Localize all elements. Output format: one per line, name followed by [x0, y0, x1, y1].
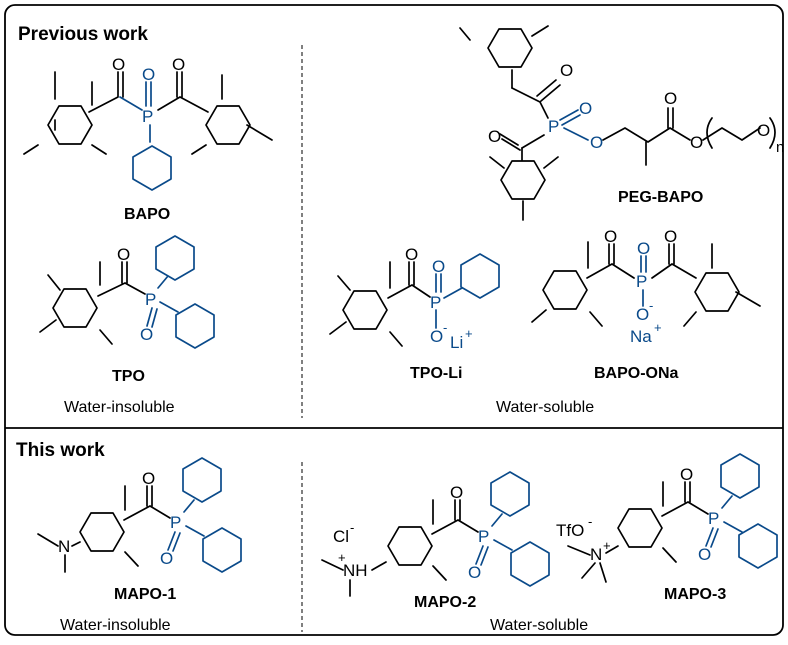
mapo1-label: MAPO-1	[114, 586, 176, 603]
bapo-label: BAPO	[124, 206, 170, 223]
atom-p: P	[430, 293, 441, 312]
atom-p: P	[145, 290, 156, 309]
atom-li: Li	[450, 333, 463, 352]
atom-p: P	[478, 527, 489, 546]
atom-o: O	[142, 65, 155, 84]
peg-bapo-label: PEG-BAPO	[618, 189, 703, 206]
atom-n: N	[590, 545, 602, 564]
atom-p: P	[170, 513, 181, 532]
atom-o: O	[112, 55, 125, 74]
atom-p: P	[636, 272, 647, 291]
prev-soluble-caption: Water-soluble	[496, 399, 594, 416]
bapo-ona-label: BAPO-ONa	[594, 365, 679, 382]
atom-tfo: TfO	[556, 521, 584, 540]
charge-plus: +	[338, 550, 346, 565]
atom-o: O	[468, 563, 481, 582]
tpo-structure: O P O	[39, 235, 215, 349]
atom-o: O	[117, 245, 130, 264]
atom-o: O	[664, 89, 677, 108]
atom-o: O	[140, 325, 153, 344]
atom-o: O	[172, 55, 185, 74]
atom-p: P	[708, 509, 719, 528]
atom-n: N	[58, 537, 70, 556]
mapo2-label: MAPO-2	[414, 594, 476, 611]
charge-plus: +	[465, 326, 473, 341]
mapo3-structure: TfO - N + O P O	[556, 453, 778, 583]
atom-o: O	[604, 227, 617, 246]
atom-o: O	[680, 465, 693, 484]
prev-insoluble-caption: Water-insoluble	[64, 399, 175, 416]
tpo-li-structure: O P O O - Li +	[329, 245, 500, 352]
bapo-structure: O P O O	[23, 55, 273, 191]
atom-o: O	[690, 133, 703, 152]
atom-o-minus: O	[636, 305, 649, 324]
mapo2-structure: Cl - + NH O P O	[321, 471, 550, 597]
atom-o: O	[450, 483, 463, 502]
atom-o: O	[160, 549, 173, 568]
charge-minus: -	[649, 298, 653, 313]
this-insoluble-caption: Water-insoluble	[60, 617, 171, 634]
tpo-li-label: TPO-Li	[410, 365, 462, 382]
atom-o: O	[560, 61, 573, 80]
this-soluble-caption: Water-soluble	[490, 617, 588, 634]
atom-p: P	[142, 107, 153, 126]
atom-o: O	[579, 99, 592, 118]
atom-o: O	[757, 121, 770, 140]
mapo3-label: MAPO-3	[664, 586, 726, 603]
outer-frame	[4, 4, 784, 636]
atom-p: P	[548, 117, 559, 136]
this-work-title: This work	[16, 440, 105, 461]
mapo1-structure: N O P O	[37, 457, 242, 573]
atom-cl: Cl	[333, 527, 349, 546]
atom-na: Na	[630, 327, 652, 346]
previous-work-title: Previous work	[18, 24, 148, 45]
atom-o: O	[142, 469, 155, 488]
atom-o: O	[698, 545, 711, 564]
repeat-unit-n: n	[776, 139, 784, 156]
atom-o: O	[637, 239, 650, 258]
charge-plus: +	[603, 538, 611, 553]
charge-minus: -	[443, 320, 447, 335]
atom-o: O	[664, 227, 677, 246]
peg-bapo-structure: O P O O O O O n O	[459, 25, 784, 221]
atom-nh: NH	[343, 561, 368, 580]
charge-minus: -	[350, 520, 354, 535]
tpo-label: TPO	[112, 368, 145, 385]
atom-o: O	[432, 257, 445, 276]
charge-minus: -	[588, 514, 592, 529]
atom-o: O	[488, 127, 501, 146]
atom-o: O	[405, 245, 418, 264]
bapo-ona-structure: O P O O - Na + O	[531, 227, 761, 346]
atom-o: O	[590, 133, 603, 152]
atom-o-minus: O	[430, 327, 443, 346]
charge-plus: +	[654, 320, 662, 335]
